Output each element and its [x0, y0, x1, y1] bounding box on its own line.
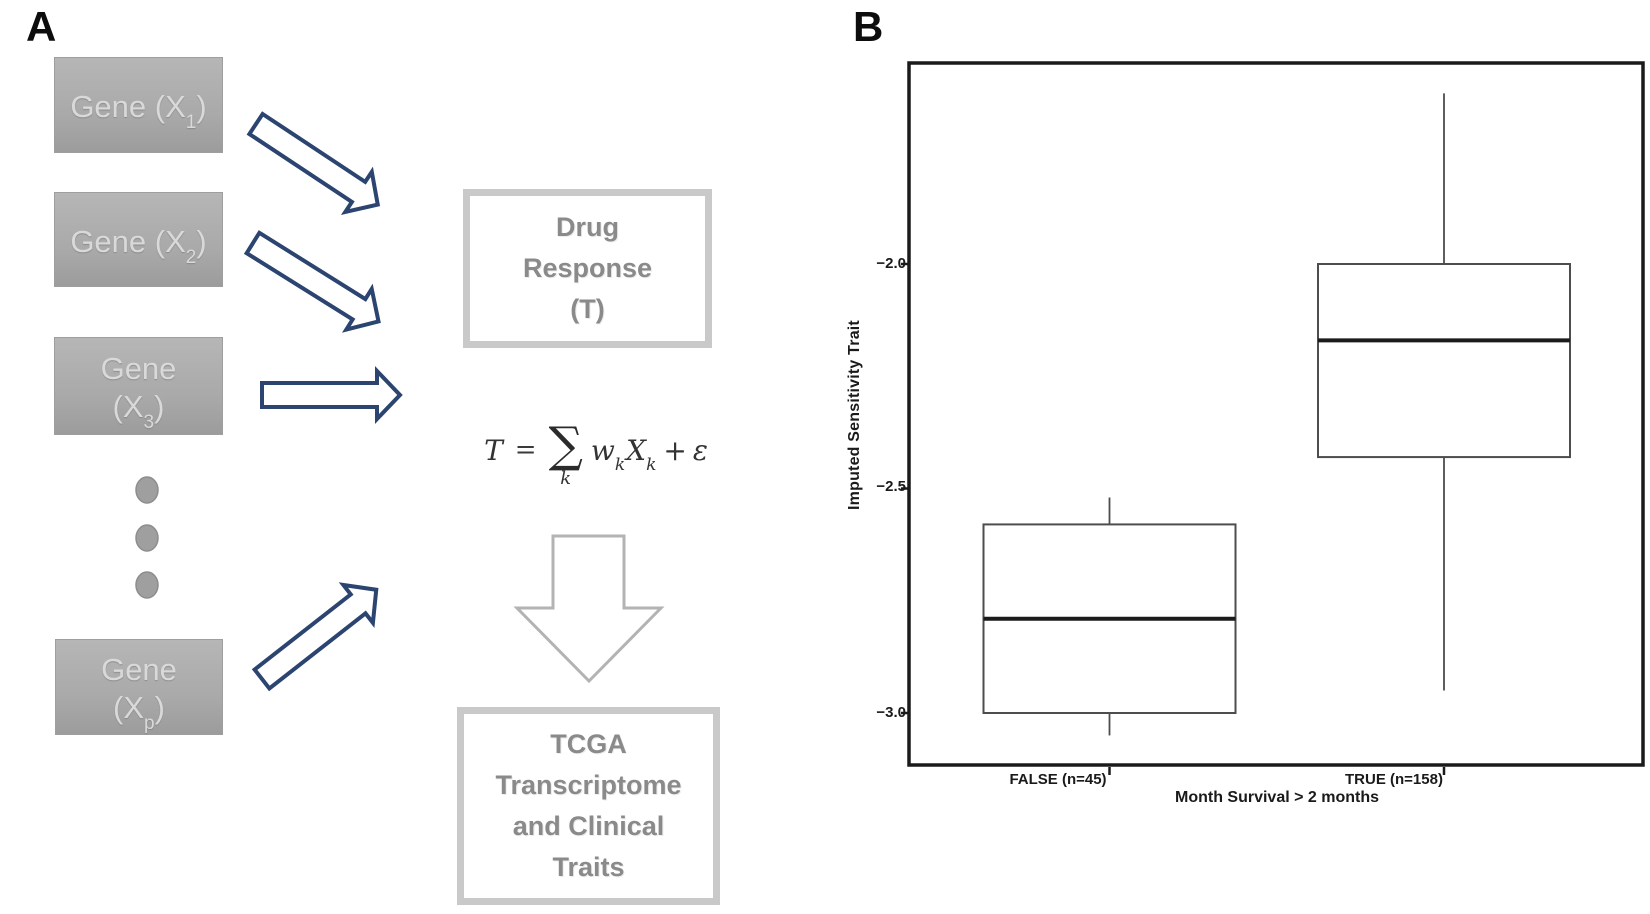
x-axis-title: Month Survival > 2 months: [1174, 789, 1380, 806]
x-tick-label-true: TRUE (n=158): [1345, 771, 1443, 788]
gene-box-x3-line1: Gene: [100, 351, 177, 387]
tcga-box: TCGA Transcriptome and Clinical Traits: [457, 707, 720, 905]
linear-model-equation: T = ∑ k wkXk + ε: [446, 398, 746, 502]
tcga-box-line: TCGA: [550, 728, 627, 759]
equation-lhs: T: [484, 433, 503, 467]
plot-panel-border: [907, 61, 1645, 767]
arrow-gene2-to-drug-icon: [243, 230, 381, 333]
tcga-box-line: Traits: [552, 852, 625, 883]
y-axis-title: Imputed Sensitivity Trait: [846, 320, 863, 510]
equation-plus: +: [663, 433, 687, 467]
gene-box-xp-line2: (Xp): [113, 690, 165, 735]
gene-box-x3: Gene (X3): [54, 337, 223, 435]
gene-box-x2: Gene (X2): [54, 192, 223, 287]
gene-box-xp: Gene (Xp): [55, 639, 223, 735]
gene-box-x2-label: Gene (X2): [70, 223, 207, 268]
drug-response-box: Drug Response (T): [463, 189, 712, 348]
y-tick-label: −2.5: [876, 478, 906, 495]
box-iqr: [1317, 263, 1571, 459]
arrow-genep-to-drug-icon: [251, 582, 379, 692]
equation-term: wkXk: [590, 433, 657, 476]
drug-box-line: Response: [522, 252, 653, 283]
panel-a-label: A: [26, 3, 57, 50]
gene-box-x3-line2: (X3): [112, 389, 165, 434]
tcga-box-line: and Clinical: [512, 811, 665, 841]
tcga-box-line: Transcriptome: [495, 769, 682, 800]
summation-icon: ∑ k: [548, 416, 583, 490]
panel-b-label: B: [853, 3, 884, 50]
equation-equals: =: [514, 435, 537, 465]
ellipsis-dot-icon: [135, 571, 159, 599]
equation-epsilon: ε: [692, 433, 708, 467]
ellipsis-dot-icon: [135, 476, 159, 504]
ellipsis-dot-icon: [135, 524, 159, 552]
boxplot-shapes: [901, 93, 1571, 775]
arrow-gene3-to-drug-icon: [260, 366, 403, 424]
y-tick-label: −3.0: [876, 704, 906, 721]
arrow-gene1-to-drug-icon: [246, 111, 381, 215]
gene-box-xp-line1: Gene: [101, 652, 177, 688]
gene-box-x1: Gene (X1): [54, 57, 223, 153]
arrow-down-to-tcga-icon: [513, 534, 665, 684]
y-tick-label: −2.0: [876, 255, 906, 272]
gene-box-x1-label: Gene (X1): [70, 89, 207, 134]
drug-box-line: Drug: [556, 211, 619, 242]
x-tick-label-false: FALSE (n=45): [1009, 771, 1107, 788]
drug-box-line: (T): [570, 294, 605, 325]
